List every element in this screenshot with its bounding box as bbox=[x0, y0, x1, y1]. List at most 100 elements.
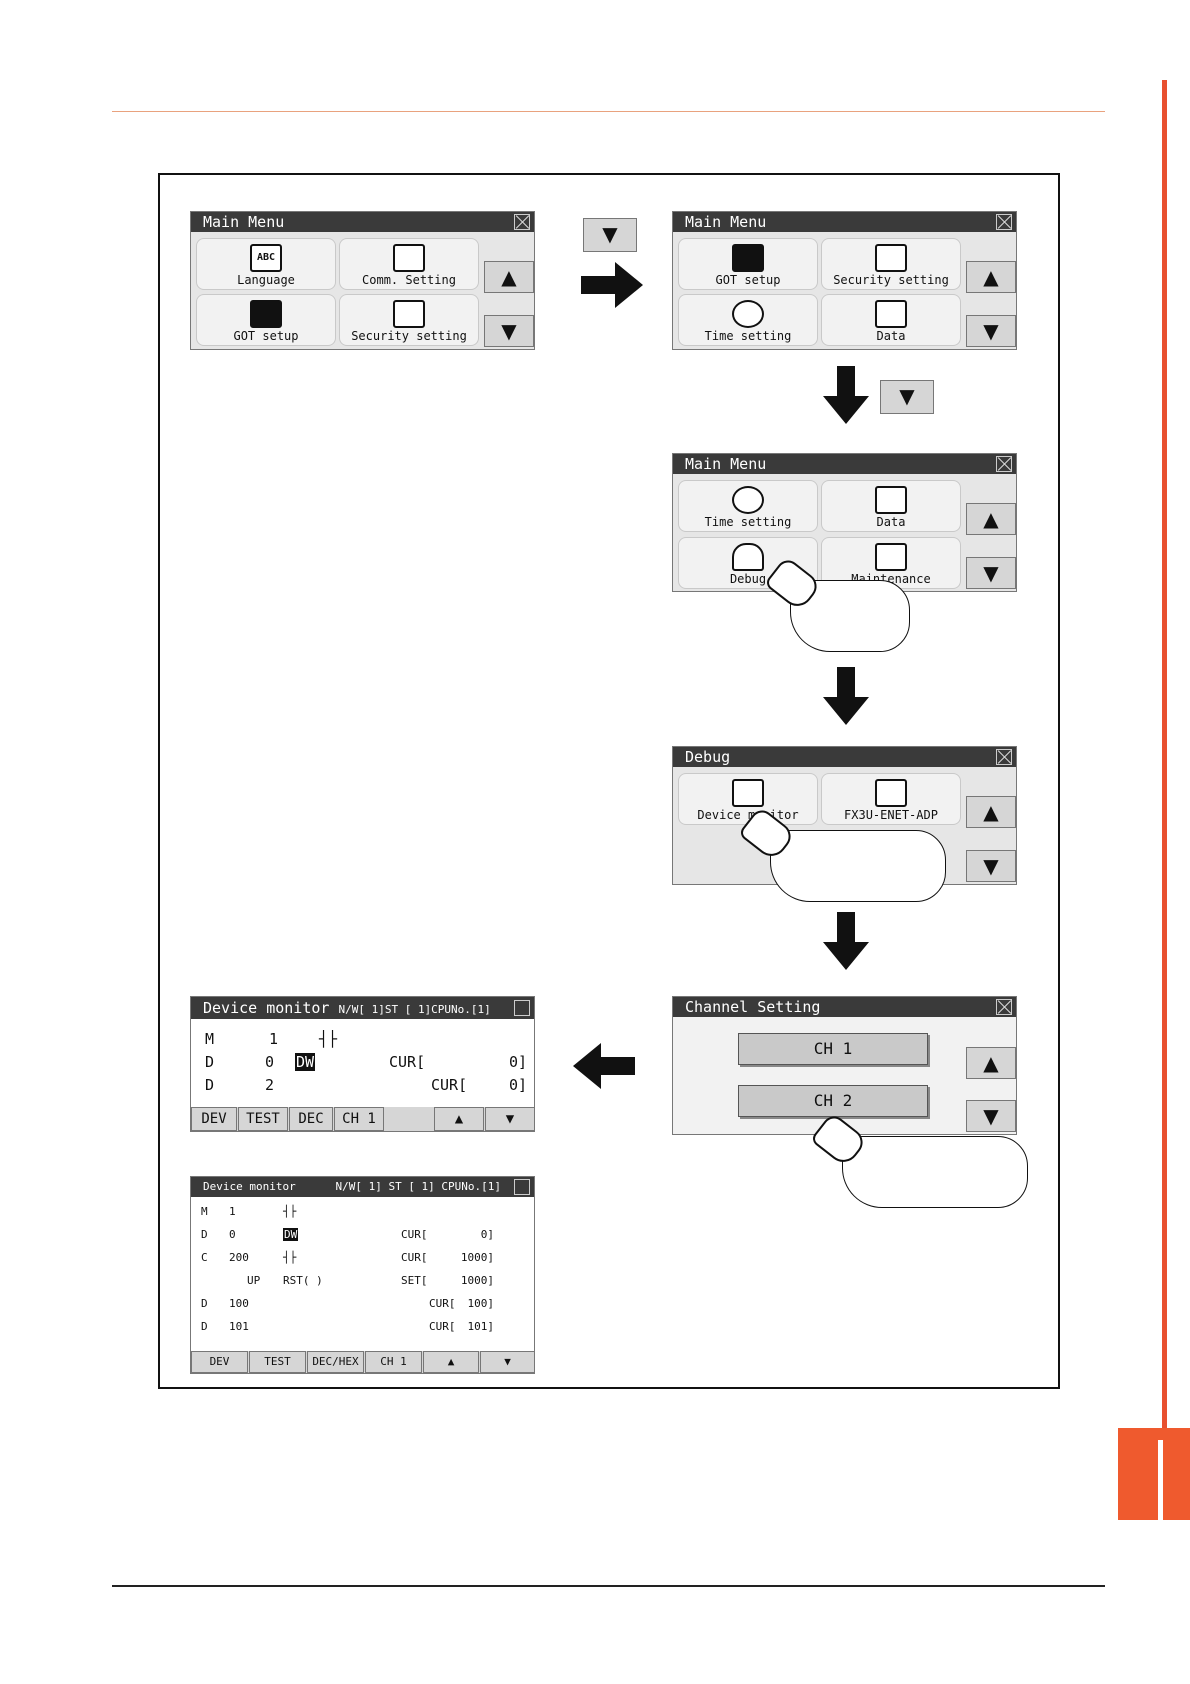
scroll-up-button[interactable]: ▲ bbox=[966, 796, 1016, 828]
clock-icon bbox=[732, 300, 764, 328]
ch1-button[interactable]: CH 1 bbox=[365, 1351, 422, 1373]
down-key-indicator: ▼ bbox=[880, 380, 934, 414]
value-label: CUR[ bbox=[429, 1297, 456, 1310]
title-info: N/W[ 1]ST [ 1]CPUNo.[1] bbox=[338, 1003, 491, 1016]
value: 101] bbox=[467, 1320, 495, 1333]
tile-label: Security setting bbox=[833, 273, 949, 287]
tile-label: Data bbox=[876, 515, 906, 529]
device-type: M bbox=[205, 1030, 215, 1048]
chapter-tab bbox=[1118, 1428, 1190, 1520]
header-rule bbox=[112, 111, 1105, 112]
clock-icon bbox=[732, 486, 764, 514]
got-setup-icon bbox=[732, 244, 764, 272]
cur-value: 0] bbox=[509, 1076, 528, 1094]
menu-tile-fx3u-enet-adp[interactable]: FX3U-ENET-ADP bbox=[821, 773, 961, 825]
window-title: Device monitor N/W[ 1] ST [ 1] CPUNo.[1] bbox=[191, 1177, 534, 1197]
menu-tile-security-setting[interactable]: Security setting bbox=[339, 294, 479, 346]
close-icon[interactable] bbox=[996, 214, 1012, 230]
ch2-button[interactable]: CH 2 bbox=[738, 1085, 928, 1117]
value: 1000] bbox=[460, 1251, 494, 1264]
menu-tile-data[interactable]: Data bbox=[821, 294, 961, 346]
scroll-up-button[interactable]: ▲ bbox=[966, 503, 1016, 535]
dev-button[interactable]: DEV bbox=[191, 1351, 248, 1373]
device-number: UP bbox=[247, 1274, 261, 1287]
device-type: D bbox=[205, 1076, 215, 1094]
test-button[interactable]: TEST bbox=[238, 1107, 288, 1131]
scroll-down-button[interactable]: ▼ bbox=[480, 1351, 535, 1373]
channel-setting-window: Channel Setting CH 1 CH 2 ▲ ▼ bbox=[672, 996, 1017, 1135]
value: 0] bbox=[480, 1228, 494, 1241]
close-icon[interactable] bbox=[514, 1000, 530, 1016]
language-icon: ABC bbox=[250, 244, 282, 272]
scroll-up-button[interactable]: ▲ bbox=[966, 1047, 1016, 1079]
scroll-up-button[interactable]: ▲ bbox=[484, 261, 534, 293]
close-icon[interactable] bbox=[996, 456, 1012, 472]
menu-tile-got-setup[interactable]: GOT setup bbox=[678, 238, 818, 290]
tile-label: GOT setup bbox=[233, 329, 299, 343]
value-label: CUR[ bbox=[429, 1320, 456, 1333]
dec-hex-button[interactable]: DEC/HEX bbox=[307, 1351, 364, 1373]
contact-symbol: ┤├ bbox=[283, 1205, 297, 1218]
comm-setting-icon bbox=[393, 244, 425, 272]
window-title: Main Menu bbox=[673, 454, 1016, 474]
scroll-down-button[interactable]: ▼ bbox=[484, 315, 534, 347]
menu-tile-device-monitor[interactable]: Device monitor bbox=[678, 773, 818, 825]
menu-tile-got-setup[interactable]: GOT setup bbox=[196, 294, 336, 346]
tile-label: FX3U-ENET-ADP bbox=[844, 808, 938, 822]
device-number: 200 bbox=[229, 1251, 249, 1264]
cur-value: 0] bbox=[509, 1053, 528, 1071]
close-icon[interactable] bbox=[996, 749, 1012, 765]
scroll-up-button[interactable]: ▲ bbox=[434, 1107, 484, 1131]
scroll-down-button[interactable]: ▼ bbox=[966, 557, 1016, 589]
test-button[interactable]: TEST bbox=[249, 1351, 306, 1373]
arrow-down-icon bbox=[823, 667, 869, 725]
key-icon bbox=[875, 244, 907, 272]
monitor-row: D 0 DW CUR[ 0] bbox=[191, 1053, 534, 1073]
scroll-down-button[interactable]: ▼ bbox=[485, 1107, 535, 1131]
close-icon[interactable] bbox=[514, 1179, 530, 1195]
window-title: Channel Setting bbox=[673, 997, 1016, 1017]
scroll-down-button[interactable]: ▼ bbox=[966, 1100, 1016, 1132]
scroll-down-button[interactable]: ▼ bbox=[966, 850, 1016, 882]
scroll-up-button[interactable]: ▲ bbox=[423, 1351, 479, 1373]
value: 100] bbox=[467, 1297, 495, 1310]
window-title: Debug bbox=[673, 747, 1016, 767]
contact-symbol: ┤├ bbox=[319, 1030, 338, 1048]
device-type: D bbox=[201, 1228, 208, 1241]
device-monitor-icon bbox=[732, 779, 764, 807]
menu-tile-comm-setting[interactable]: Comm. Setting bbox=[339, 238, 479, 290]
debug-icon bbox=[732, 543, 764, 571]
menu-tile-time-setting[interactable]: Time setting bbox=[678, 480, 818, 532]
ch1-button[interactable]: CH 1 bbox=[738, 1033, 928, 1065]
contact-symbol: DW bbox=[283, 1228, 299, 1241]
arrow-down-icon bbox=[823, 366, 869, 424]
key-icon bbox=[393, 300, 425, 328]
maintenance-icon bbox=[875, 543, 907, 571]
dw-indicator: DW bbox=[295, 1053, 316, 1071]
tile-label: Language bbox=[237, 273, 295, 287]
ch1-button[interactable]: CH 1 bbox=[334, 1107, 384, 1131]
folder-icon bbox=[875, 300, 907, 328]
close-icon[interactable] bbox=[996, 999, 1012, 1015]
device-number: 1 bbox=[229, 1205, 236, 1218]
dev-button[interactable]: DEV bbox=[191, 1107, 237, 1131]
title-info: N/W[ 1] ST [ 1] CPUNo.[1] bbox=[335, 1180, 502, 1193]
adapter-icon bbox=[875, 779, 907, 807]
scroll-down-button[interactable]: ▼ bbox=[966, 315, 1016, 347]
menu-tile-time-setting[interactable]: Time setting bbox=[678, 294, 818, 346]
contact-symbol: RST( ) bbox=[283, 1274, 323, 1287]
menu-tile-security-setting[interactable]: Security setting bbox=[821, 238, 961, 290]
dec-button[interactable]: DEC bbox=[289, 1107, 333, 1131]
footer-rule bbox=[112, 1585, 1105, 1587]
scroll-up-button[interactable]: ▲ bbox=[966, 261, 1016, 293]
device-monitor-screen: Device monitor N/W[ 1]ST [ 1]CPUNo.[1] M… bbox=[190, 996, 535, 1132]
value: 1000] bbox=[460, 1274, 494, 1287]
close-icon[interactable] bbox=[514, 214, 530, 230]
device-number: 101 bbox=[229, 1320, 249, 1333]
menu-tile-data[interactable]: Data bbox=[821, 480, 961, 532]
